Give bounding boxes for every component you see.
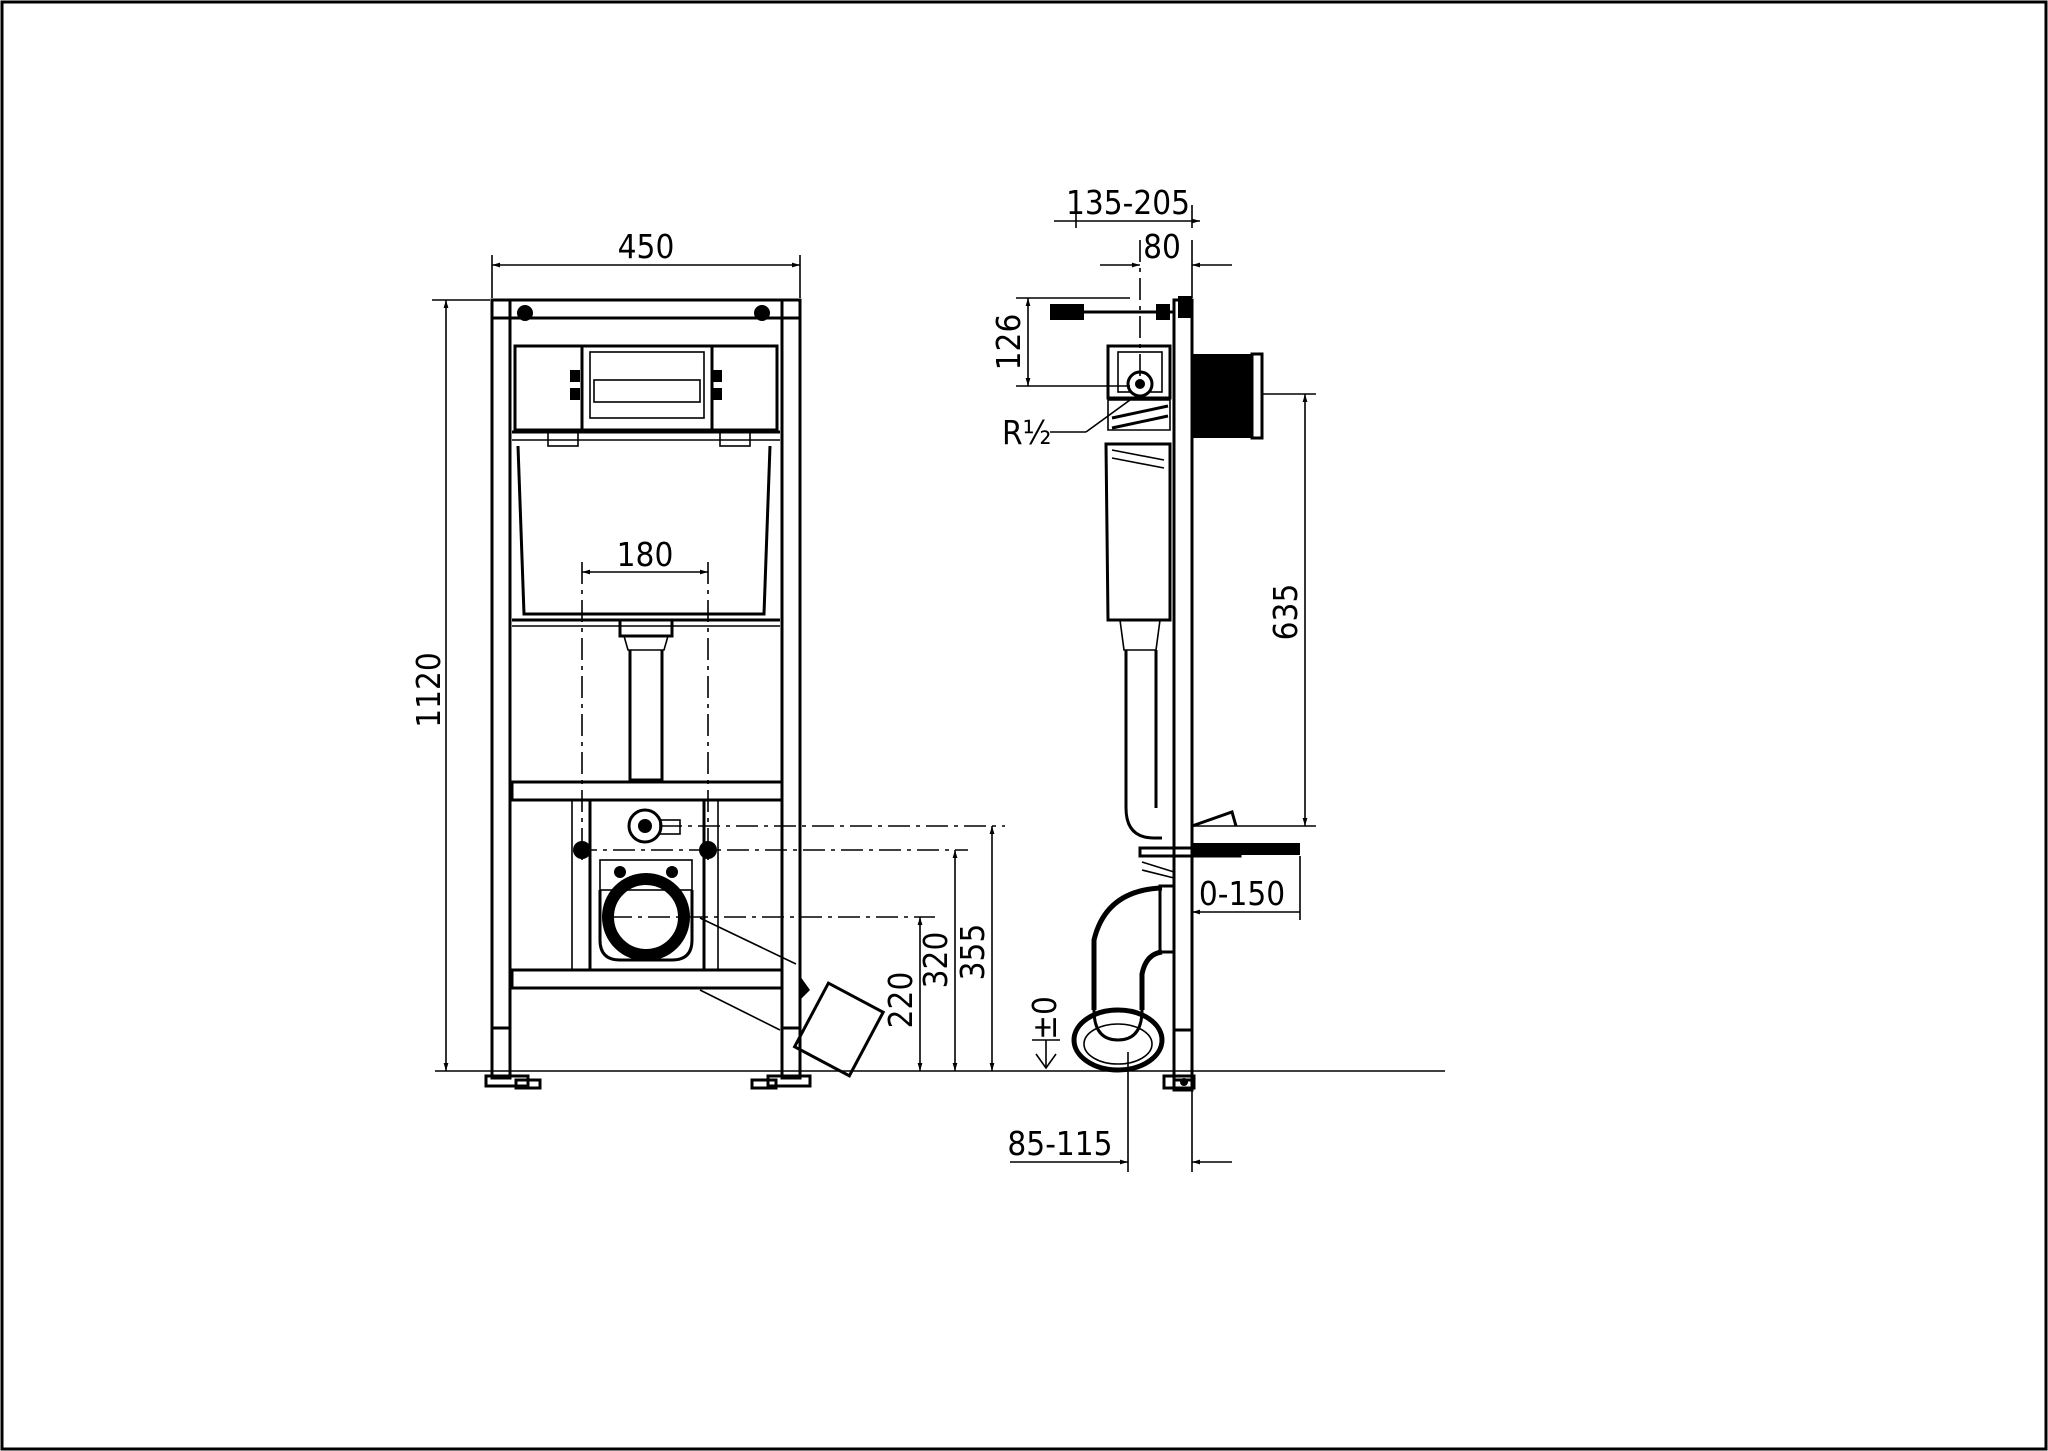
floor-85-115-label: 85-115 [1007,1124,1112,1163]
offset-126-label: 126 [989,314,1028,371]
height-635-label: 635 [1266,584,1305,641]
front-view [484,298,886,1090]
height-355-label: 355 [953,924,992,981]
adjust-0-150-label: 0-150 [1199,874,1285,913]
height-320-label: 320 [916,932,955,989]
zero-level-label: ±0 [1025,996,1064,1040]
thread-r-half-label: R½ [1002,413,1051,452]
offset-80-label: 80 [1143,227,1181,266]
front-view-dimensions: 450 1120 180 220 320 355 [409,227,1005,1071]
side-view [1050,296,1300,1092]
height-220-label: 220 [881,972,920,1029]
spacing-180-label: 180 [617,535,674,574]
width-450-label: 450 [618,227,675,266]
depth-135-205-label: 135-205 [1066,183,1190,222]
height-1120-label: 1120 [409,652,448,728]
side-view-dimensions: 135-205 80 126 R½ 635 0-150 ±0 [989,183,1316,1172]
